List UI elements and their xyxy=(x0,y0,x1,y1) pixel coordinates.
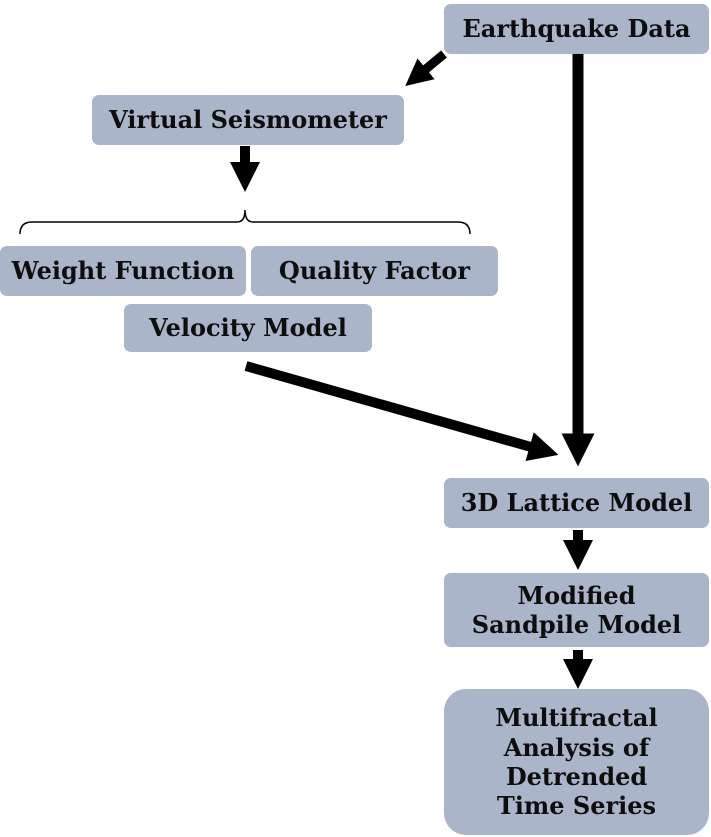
brace xyxy=(19,209,471,235)
node-modified-sandpile-line-2: Sandpile Model xyxy=(471,610,682,639)
node-virtual-seismometer-label: Virtual Seismometer xyxy=(109,105,387,135)
arrow-velocity-to-lattice xyxy=(244,361,559,462)
node-3d-lattice-model-label: 3D Lattice Model xyxy=(460,488,693,518)
node-multifractal-line-2: Analysis of xyxy=(503,732,650,762)
node-velocity-model-label: Velocity Model xyxy=(149,313,347,343)
node-weight-function-label: Weight Function xyxy=(11,256,235,286)
node-multifractal-line-3: Detrended xyxy=(505,762,648,791)
node-modified-sandpile-line-1: Modified xyxy=(517,580,636,610)
node-multifractal-line-4: Time Series xyxy=(496,791,657,821)
node-quality-factor-label: Quality Factor xyxy=(278,256,471,286)
arrow-earthquake-to-seismometer xyxy=(405,50,447,87)
node-multifractal-analysis: Multifractal Analysis of Detrended Time … xyxy=(444,689,709,835)
node-earthquake-data-label: Earthquake Data xyxy=(462,14,691,44)
node-quality-factor: Quality Factor xyxy=(251,246,498,296)
node-weight-function: Weight Function xyxy=(0,246,246,296)
node-3d-lattice-model: 3D Lattice Model xyxy=(444,478,709,528)
node-virtual-seismometer: Virtual Seismometer xyxy=(92,95,404,145)
node-multifractal-line-1: Multifractal xyxy=(495,703,658,733)
node-earthquake-data: Earthquake Data xyxy=(444,4,709,54)
node-modified-sandpile-model: Modified Sandpile Model xyxy=(444,573,709,647)
node-velocity-model: Velocity Model xyxy=(124,304,372,352)
